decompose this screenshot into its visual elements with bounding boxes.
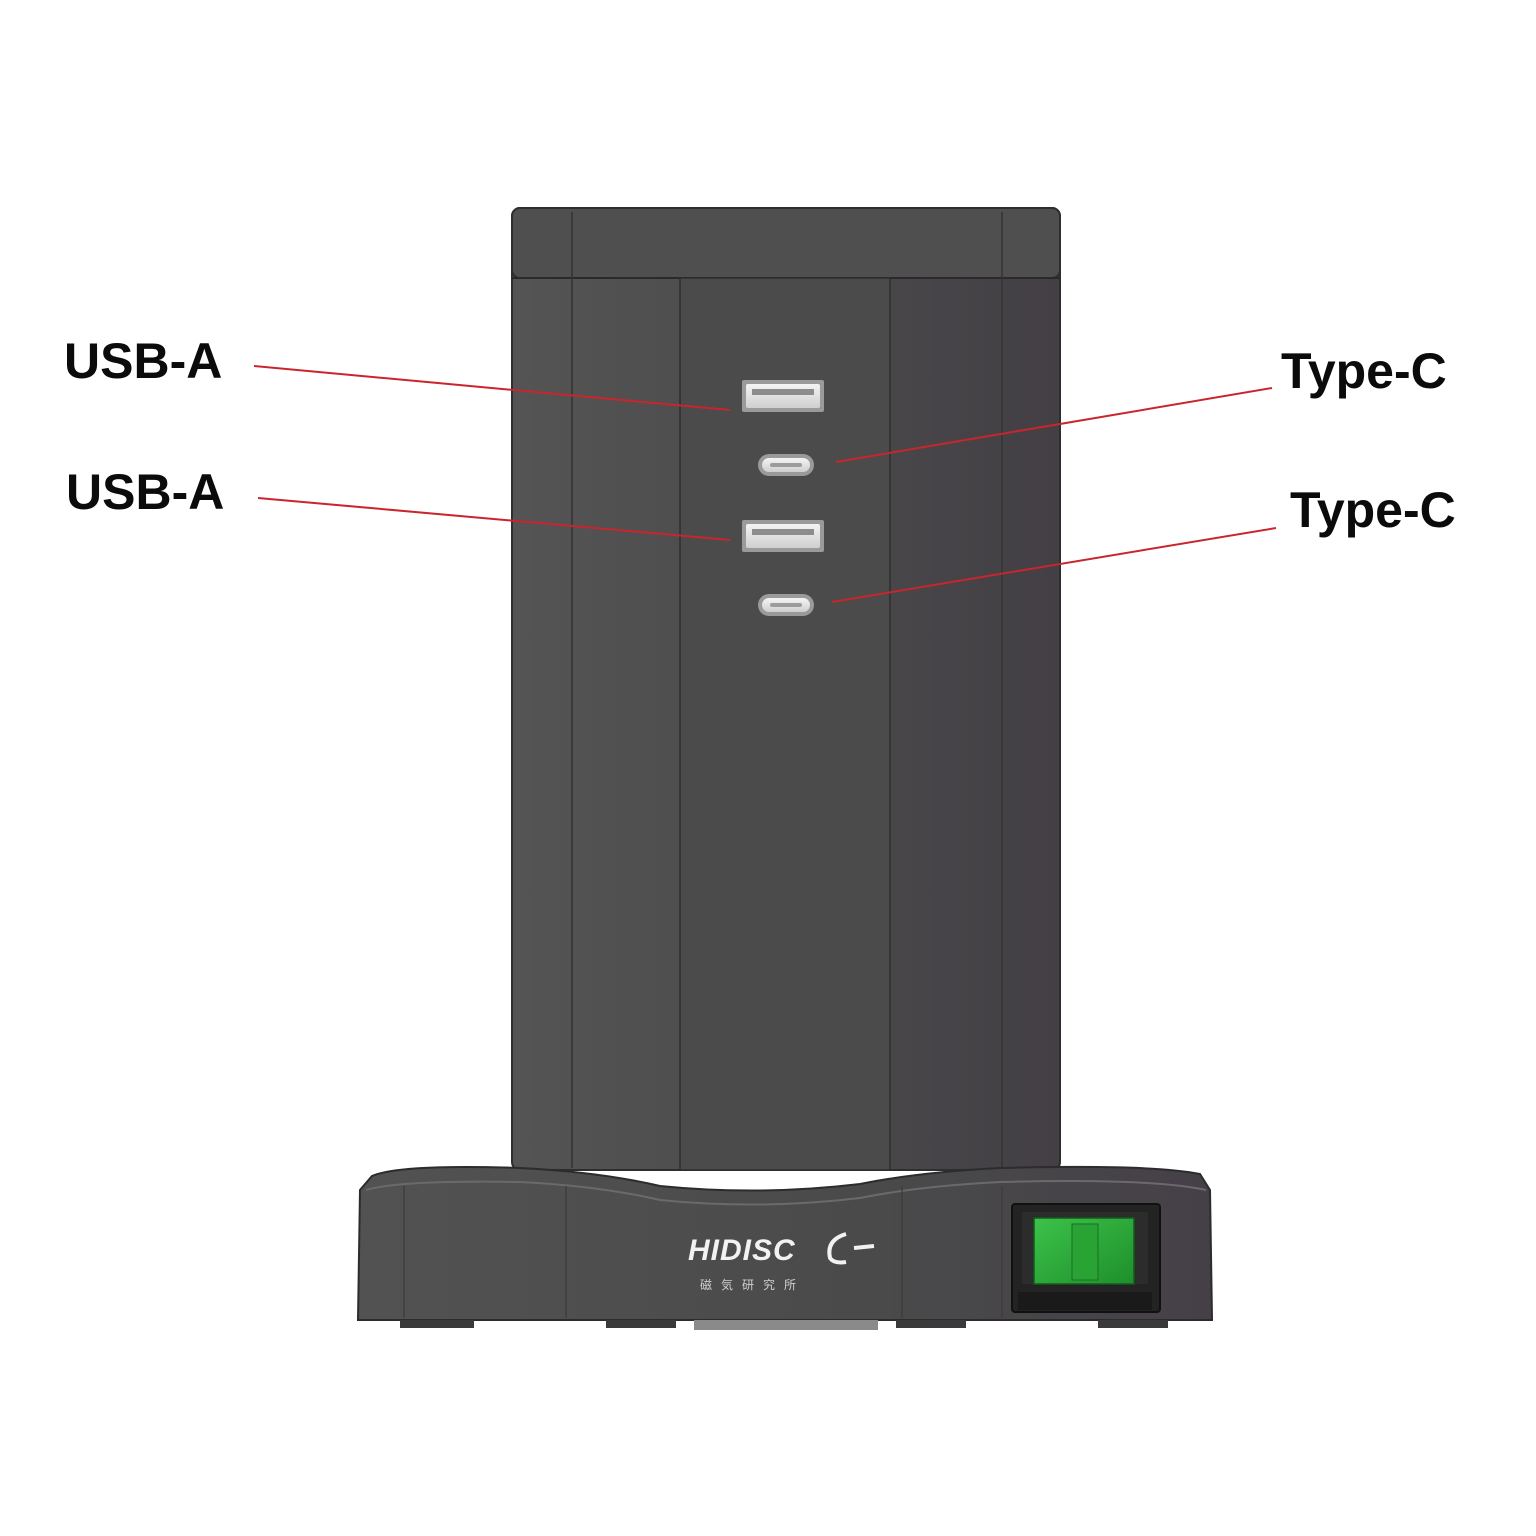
usb-a-port-bottom xyxy=(742,520,824,552)
power-switch[interactable] xyxy=(1011,1203,1161,1313)
leader-lines xyxy=(253,365,1277,603)
tower-body xyxy=(511,207,1061,1171)
callout-label-usb-a-bottom: USB-A xyxy=(66,464,225,520)
rocker-switch-icon xyxy=(1033,1217,1135,1285)
usb-a-port-top xyxy=(742,380,824,412)
callout-label-type-c-bottom: Type-C xyxy=(1290,482,1456,538)
usb-c-port-top xyxy=(758,454,814,476)
callout-label-type-c-top: Type-C xyxy=(1281,343,1447,399)
leader-line-usb-a-bottom xyxy=(257,497,731,541)
callout-label-usb-a-top: USB-A xyxy=(64,333,223,389)
usb-c-port-bottom xyxy=(758,594,814,616)
brand-logo: HIDISC 磁気研究所 xyxy=(688,1232,888,1304)
tower-base xyxy=(356,1165,1214,1330)
brand-subtitle: 磁気研究所 xyxy=(700,1278,806,1292)
brand-swoosh-icon xyxy=(827,1232,875,1265)
leader-line-type-c-top xyxy=(835,387,1273,463)
leader-line-type-c-bottom xyxy=(831,527,1277,603)
leader-line-usb-a-top xyxy=(253,365,731,411)
brand-name: HIDISC xyxy=(688,1234,796,1267)
